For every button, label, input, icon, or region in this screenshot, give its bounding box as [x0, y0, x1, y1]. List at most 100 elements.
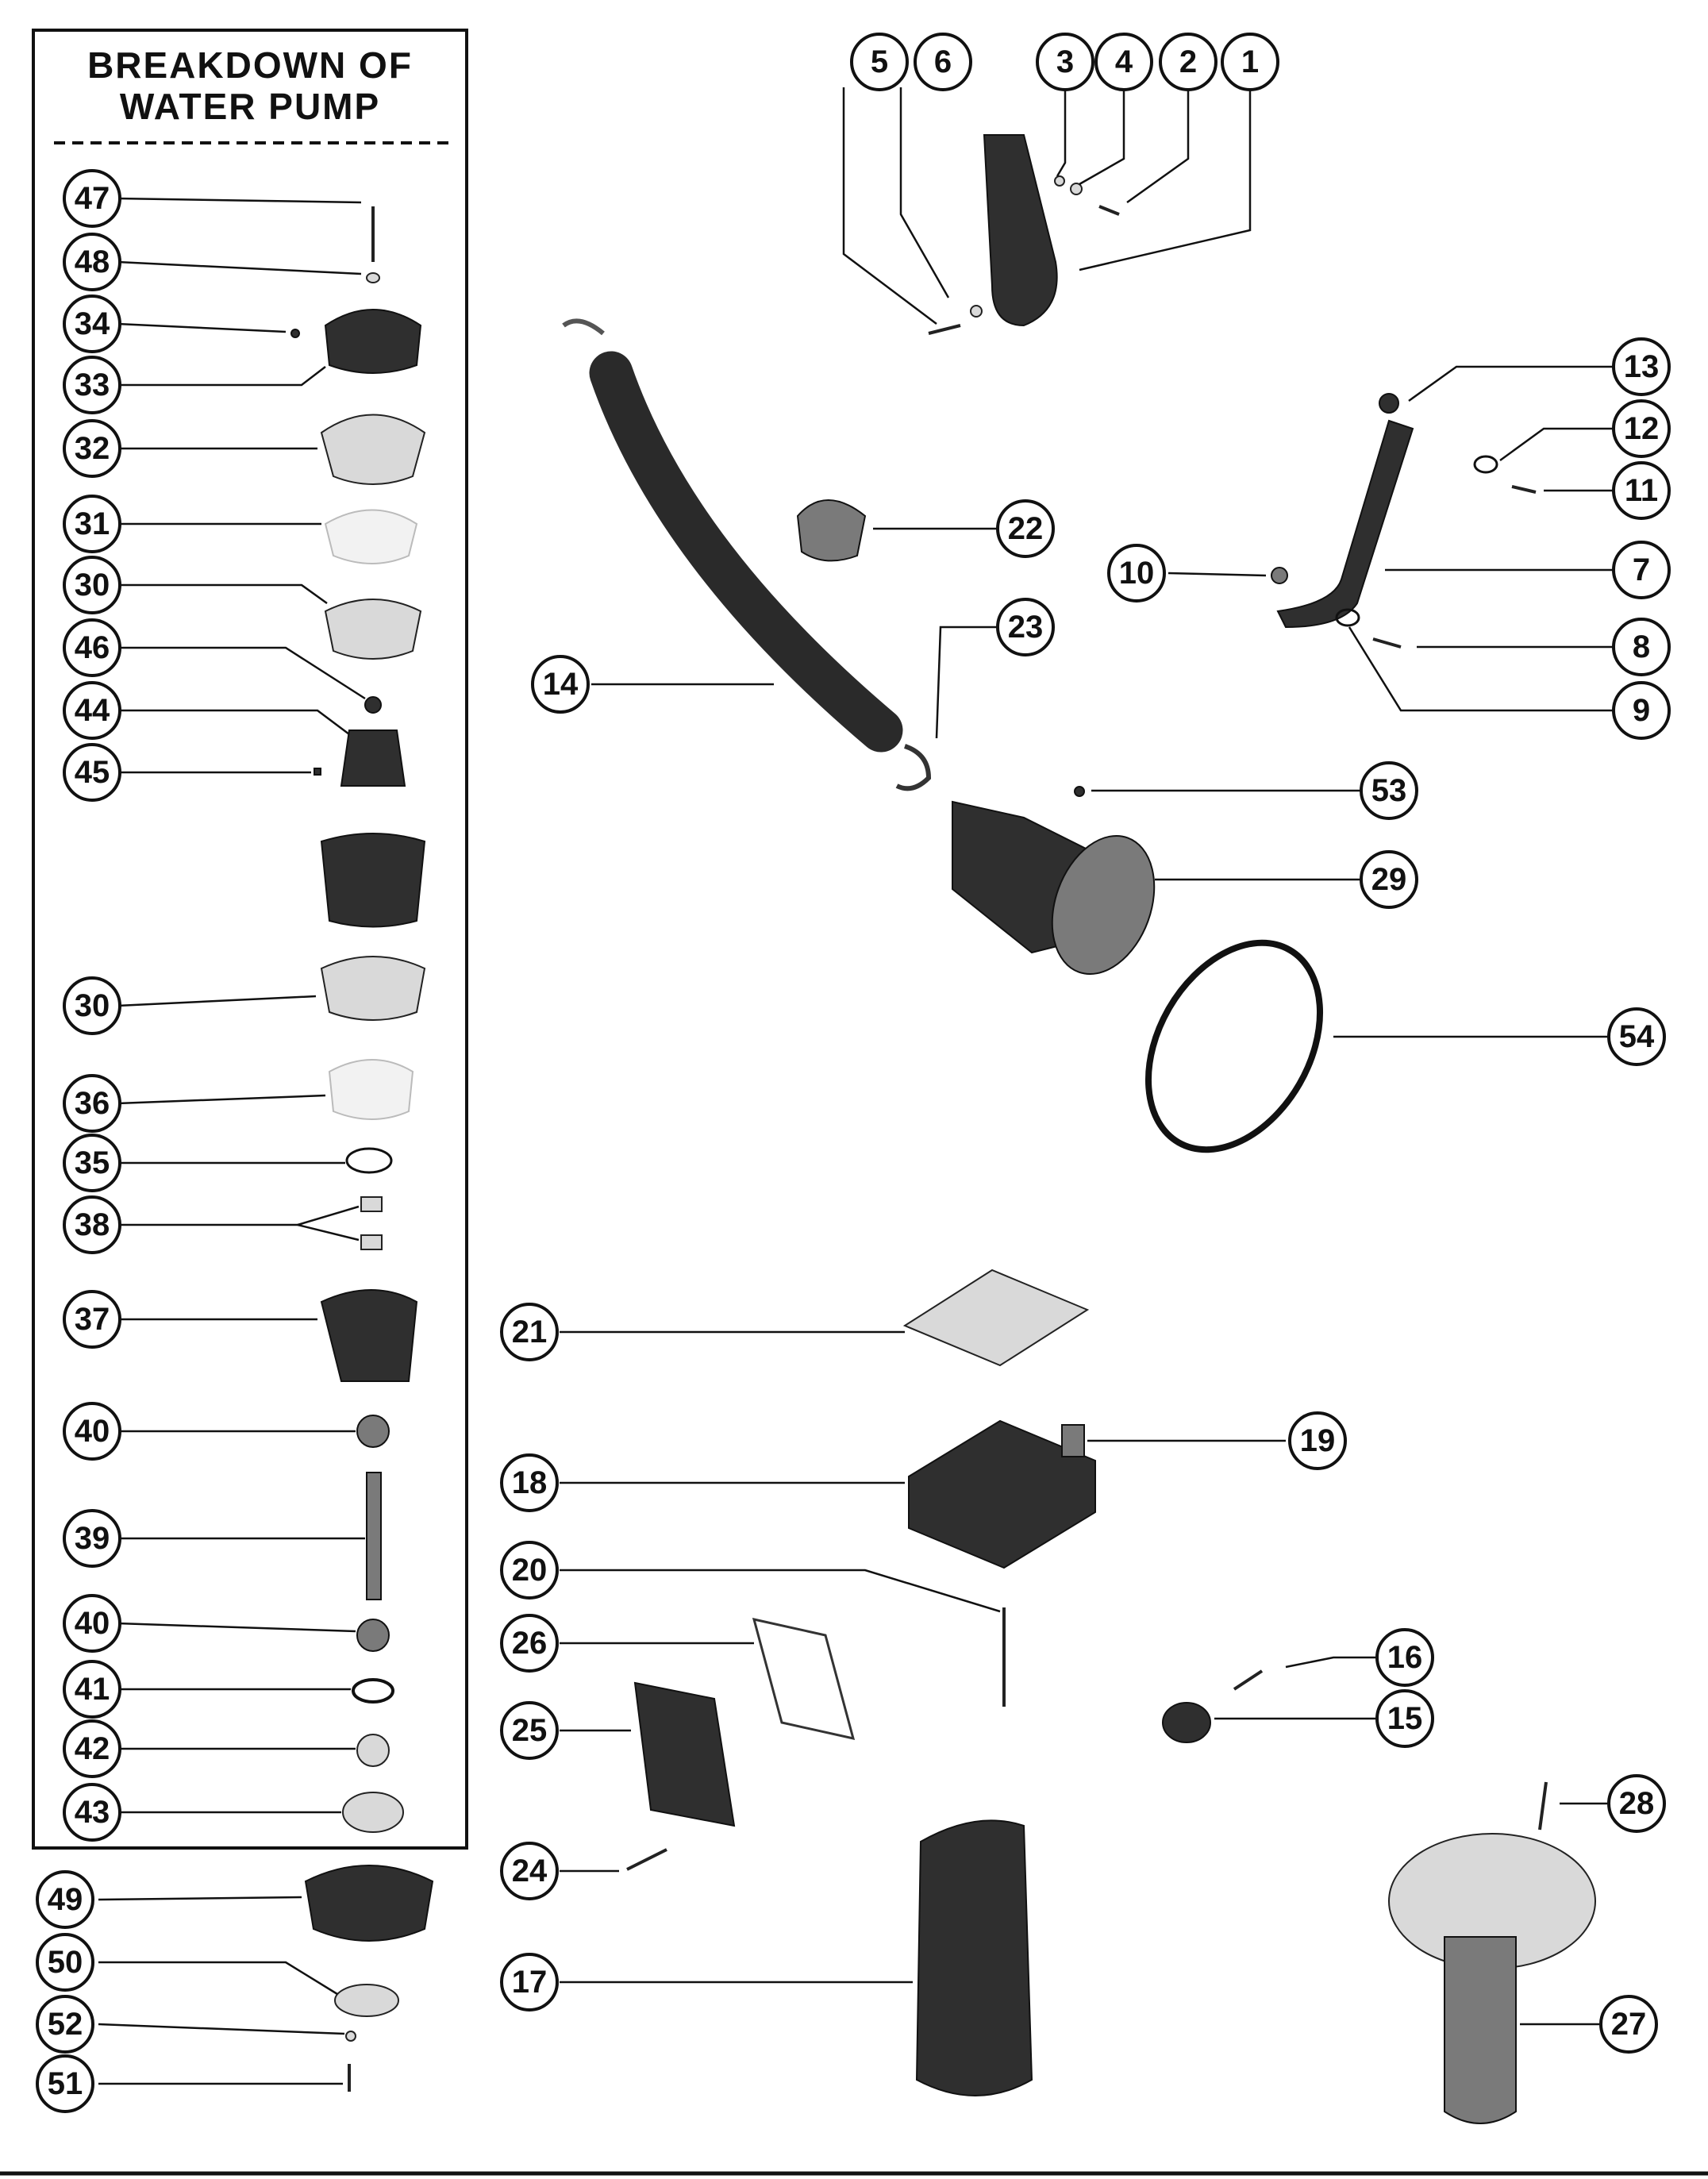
callout-35: 35 [63, 1134, 121, 1192]
callout-22: 22 [996, 499, 1055, 558]
panel-title-line1: BREAKDOWN OF [87, 44, 413, 86]
svg-text:48: 48 [75, 244, 110, 279]
svg-text:54: 54 [1619, 1019, 1655, 1054]
leader-9 [1348, 626, 1614, 712]
callout-30-lower: 30 [63, 976, 121, 1035]
leader-10 [1168, 572, 1267, 577]
svg-text:50: 50 [48, 1945, 83, 1980]
svg-text:30: 30 [75, 568, 110, 602]
svg-text:5: 5 [871, 44, 888, 79]
svg-text:15: 15 [1387, 1701, 1423, 1736]
svg-text:7: 7 [1633, 552, 1650, 587]
part-43-pulley [342, 1792, 404, 1833]
svg-text:41: 41 [75, 1672, 110, 1707]
leader-6 [899, 87, 950, 298]
callout-48: 48 [63, 233, 121, 291]
callout-17: 17 [500, 1953, 559, 2012]
part-25-plate [633, 1681, 736, 1827]
part-4-washer [1070, 183, 1083, 195]
callout-54: 54 [1607, 1007, 1666, 1066]
svg-text:34: 34 [75, 306, 110, 341]
leader-3 [1056, 87, 1067, 177]
svg-text:49: 49 [48, 1882, 83, 1917]
callout-24: 24 [500, 1842, 559, 1900]
breakdown-panel: BREAKDOWN OF WATER PUMP [32, 29, 468, 1850]
leader-38-up [297, 1205, 360, 1226]
callout-40-lower: 40 [63, 1594, 121, 1653]
part-44-impeller [340, 730, 406, 787]
callout-44: 44 [63, 681, 121, 740]
part-13-washer [1379, 393, 1399, 414]
callout-2: 2 [1159, 33, 1218, 91]
svg-text:51: 51 [48, 2066, 83, 2101]
svg-text:24: 24 [512, 1854, 548, 1888]
part-38-seal-upper [360, 1196, 383, 1212]
part-drawings [290, 134, 1596, 2124]
svg-text:37: 37 [75, 1302, 110, 1337]
svg-text:43: 43 [75, 1795, 110, 1830]
leader-23 [935, 626, 998, 739]
svg-text:2: 2 [1179, 44, 1197, 79]
part-27-tube [1444, 1936, 1517, 2124]
part-39-shaft [366, 1472, 382, 1600]
callout-37: 37 [63, 1290, 121, 1349]
svg-text:25: 25 [512, 1713, 548, 1748]
svg-text:11: 11 [1625, 473, 1658, 508]
leader-40b [117, 1622, 356, 1633]
callouts: 5 6 3 4 2 1 47 48 34 33 32 31 30 46 44 4… [36, 33, 1671, 2113]
svg-text:45: 45 [75, 755, 110, 790]
leader-52 [98, 2023, 345, 2035]
svg-text:13: 13 [1624, 349, 1660, 384]
part-11-bolt [1511, 485, 1537, 494]
callout-32: 32 [63, 419, 121, 478]
part-16-bolt [1233, 1669, 1264, 1691]
callout-3: 3 [1036, 33, 1094, 91]
callout-6: 6 [914, 33, 972, 91]
svg-text:16: 16 [1387, 1640, 1423, 1675]
part-21-gasket [902, 1269, 1090, 1367]
callout-4: 4 [1094, 33, 1153, 91]
leader-13 [1408, 365, 1614, 402]
svg-text:38: 38 [75, 1207, 110, 1242]
svg-text:36: 36 [75, 1086, 110, 1121]
part-14-hose [589, 351, 903, 753]
part-19-fitting [1061, 1424, 1085, 1457]
leader-12 [1499, 427, 1614, 462]
part-54-belt [1144, 939, 1324, 1153]
callout-39: 39 [63, 1509, 121, 1568]
part-49-pulley [304, 1865, 434, 1942]
part-15-plug [1162, 1702, 1211, 1743]
svg-text:27: 27 [1611, 2007, 1647, 2042]
svg-text:30: 30 [75, 988, 110, 1023]
part-48-washer [366, 272, 380, 283]
part-37-housing [320, 1289, 418, 1382]
svg-text:3: 3 [1056, 44, 1074, 79]
callout-38: 38 [63, 1195, 121, 1254]
leader-46 [117, 646, 366, 700]
callout-16: 16 [1375, 1628, 1434, 1687]
svg-text:32: 32 [75, 431, 110, 466]
part-34-screw [290, 329, 300, 338]
callout-28: 28 [1607, 1774, 1666, 1833]
callout-26: 26 [500, 1614, 559, 1673]
callout-42: 42 [63, 1719, 121, 1778]
part-6-washer [970, 305, 983, 318]
leader-36 [117, 1094, 326, 1105]
svg-text:53: 53 [1371, 773, 1407, 808]
callout-36: 36 [63, 1074, 121, 1133]
callout-27: 27 [1599, 1995, 1658, 2054]
svg-text:44: 44 [75, 693, 110, 728]
svg-text:40: 40 [75, 1606, 110, 1641]
callout-40-upper: 40 [63, 1402, 121, 1461]
part-32-plate [320, 414, 426, 485]
part-7-adjusting-bracket [1276, 419, 1414, 629]
svg-text:6: 6 [934, 44, 952, 79]
svg-text:28: 28 [1619, 1786, 1655, 1821]
part-40-bearing-upper [356, 1415, 390, 1448]
part-50-plate [334, 1984, 399, 2017]
part-36-plate [328, 1059, 414, 1120]
part-clamp-top [562, 318, 605, 336]
callout-14: 14 [531, 655, 590, 714]
callout-12: 12 [1612, 399, 1671, 458]
